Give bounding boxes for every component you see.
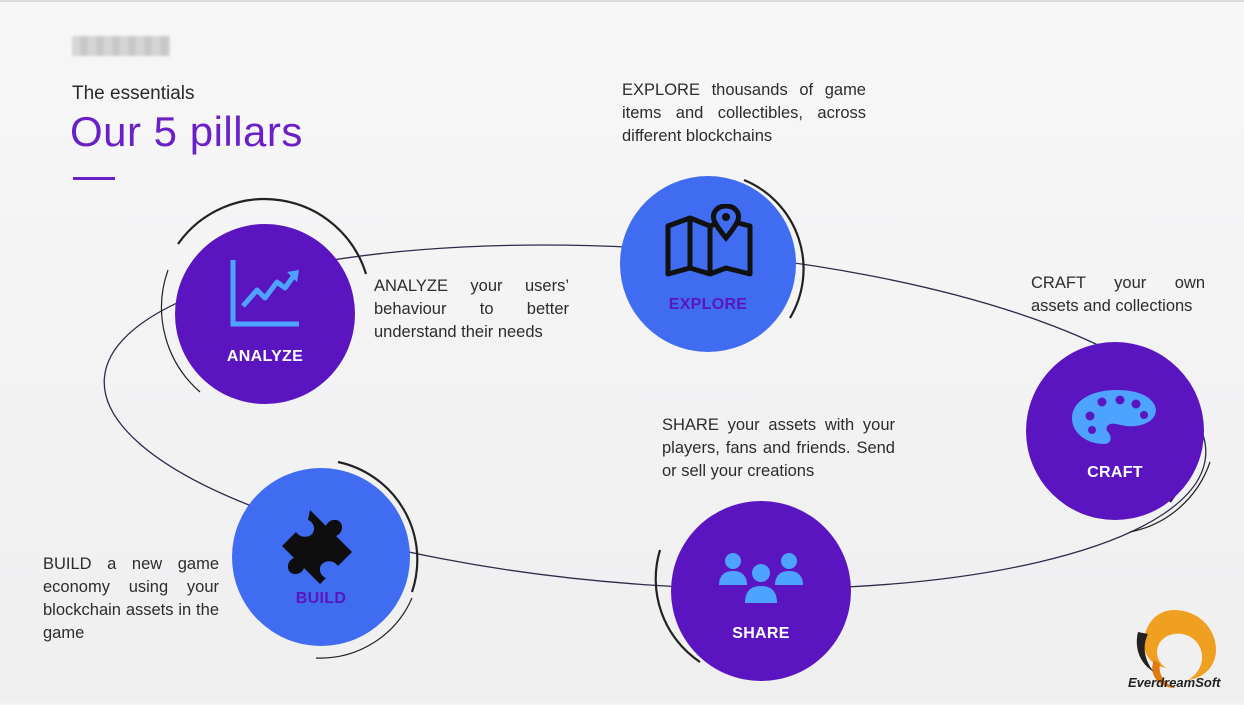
pillar-build: BUILD — [232, 468, 410, 646]
pillar-description-share: SHARE your assets with your players, fan… — [662, 416, 895, 480]
users-group-icon — [719, 553, 803, 603]
pillar-label: ANALYZE — [226, 348, 304, 365]
pillar-explore: EXPLORE — [620, 176, 796, 352]
pillar-description-analyze: ANALYZE your users’ behaviour to better … — [374, 277, 569, 341]
chart-trend-icon — [230, 260, 299, 327]
pillar-label: CRAFT — [1087, 464, 1143, 481]
map-pin-icon — [665, 204, 753, 277]
pillar-label: BUILD — [295, 590, 347, 607]
pillar-description-explore: EXPLORE thousands of game items and coll… — [622, 81, 866, 145]
slide-subtitle: The essentials — [72, 83, 195, 104]
pillar-description-build: BUILD a new game economy using your bloc… — [43, 555, 219, 642]
pillar-analyze: ANALYZE — [175, 224, 355, 404]
title-underline — [73, 177, 115, 180]
blurred-logo — [72, 36, 170, 56]
brand-name: EverdreamSoft — [1128, 675, 1221, 690]
pillar-label: SHARE — [732, 625, 790, 642]
palette-icon — [1072, 390, 1156, 444]
puzzle-piece-icon — [282, 510, 352, 584]
slide-title: Our 5 pillars — [70, 108, 303, 155]
pillar-label: EXPLORE — [668, 296, 748, 313]
pillar-craft: CRAFT — [1026, 342, 1204, 520]
pillar-share: SHARE — [671, 501, 851, 681]
everdreamsoft-logo-icon — [1136, 610, 1216, 688]
pillar-description-craft: CRAFT your own assets and collections — [1031, 274, 1205, 315]
